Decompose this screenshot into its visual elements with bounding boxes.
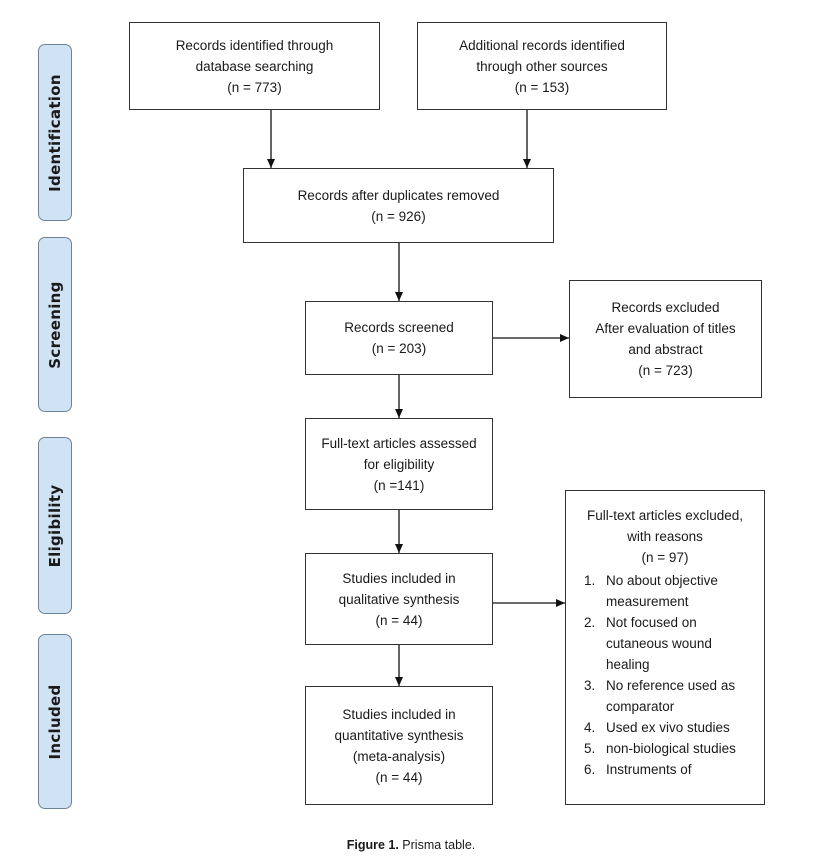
box-quantitative-synthesis: Studies included in quantitative synthes… (305, 686, 493, 805)
box-database-records: Records identified through database sear… (129, 22, 380, 110)
text-line: and abstract (628, 342, 703, 357)
text-line: (n = 723) (638, 363, 693, 378)
text-line: measurement (606, 594, 689, 609)
caption-label: Figure 1. (346, 838, 399, 852)
phase-eligibility: Eligibility (38, 437, 72, 614)
list-item: 4. Used ex vivo studies (584, 717, 736, 738)
text-line: qualitative synthesis (338, 591, 460, 607)
text-line: Records identified through (175, 37, 334, 53)
text-line: (n = 44) (375, 769, 423, 785)
text-line: Studies included in (342, 570, 456, 586)
list-item: 3. No reference used as comparator (584, 675, 736, 717)
text-line: Full-text articles assessed (321, 435, 477, 451)
list-item-number: 1. (584, 573, 596, 588)
figure-caption: Figure 1. Prisma table. (0, 838, 822, 852)
text-line: After evaluation of titles (595, 321, 736, 336)
text-line: non-biological studies (606, 741, 736, 756)
text-line: Studies included in (342, 706, 456, 722)
list-item: 2. Not focused on cutaneous wound healing (584, 612, 736, 675)
text-line: Full-text articles excluded, (586, 508, 744, 523)
text-line: No about objective (606, 573, 718, 588)
phase-included: Included (38, 634, 72, 809)
box-records-excluded: Records excluded After evaluation of tit… (569, 280, 762, 398)
list-item-number: 5. (584, 741, 596, 756)
box-records-screened: Records screened (n = 203) (305, 301, 493, 375)
text-line: Not focused on (606, 615, 697, 630)
box-other-sources: Additional records identified through ot… (417, 22, 667, 110)
list-item: 6. Instruments of (584, 759, 736, 780)
list-item-number: 2. (584, 615, 596, 630)
text-line: Used ex vivo studies (606, 720, 730, 735)
exclusion-reasons-list: 1. No about objective measurement 2. Not … (566, 570, 736, 780)
list-item-number: 4. (584, 720, 596, 735)
text-line: with reasons (627, 529, 703, 544)
list-item-number: 3. (584, 678, 596, 693)
box-fulltext-assessed: Full-text articles assessed for eligibil… (305, 418, 493, 510)
text-line: (n = 97) (641, 550, 689, 565)
text-line: Records after duplicates removed (297, 187, 500, 203)
phase-screening: Screening (38, 237, 72, 412)
text-line: comparator (606, 699, 675, 714)
text-line: (n = 773) (227, 79, 282, 95)
text-line: Instruments of (606, 762, 692, 777)
text-line: (n = 926) (371, 208, 426, 224)
caption-text: Prisma table. (398, 838, 476, 852)
text-line: Additional records identified (459, 37, 625, 53)
text-line: for eligibility (363, 456, 435, 472)
text-line: through other sources (476, 58, 608, 74)
text-line: database searching (195, 58, 314, 74)
box-fulltext-excluded: Full-text articles excluded, with reason… (565, 490, 765, 805)
list-item: 5. non-biological studies (584, 738, 736, 759)
text-line: healing (606, 657, 650, 672)
text-line: (meta-analysis) (352, 748, 446, 764)
text-line: (n =141) (373, 477, 425, 493)
box-qualitative-synthesis: Studies included in qualitative synthesi… (305, 553, 493, 645)
box-duplicates-removed: Records after duplicates removed (n = 92… (243, 168, 554, 243)
text-line: quantitative synthesis (334, 727, 464, 743)
text-line: (n = 44) (375, 612, 423, 628)
text-line: (n = 153) (514, 79, 570, 95)
list-item: 1. No about objective measurement (584, 570, 736, 612)
text-line: Records screened (344, 320, 454, 335)
text-line: cutaneous wound (606, 636, 712, 651)
phase-identification: Identification (38, 44, 72, 221)
text-line: (n = 203) (371, 341, 427, 356)
list-item-number: 6. (584, 762, 596, 777)
text-line: Records excluded (611, 300, 720, 315)
text-line: No reference used as (606, 678, 736, 693)
